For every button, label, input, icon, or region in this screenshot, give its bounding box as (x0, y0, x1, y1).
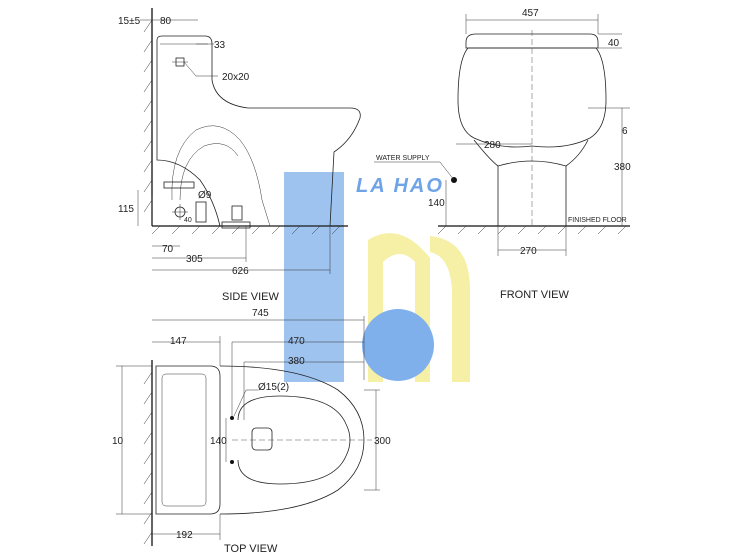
front-water-supply-label: WATER SUPPLY (376, 155, 430, 162)
dim-top-147: 147 (170, 336, 187, 347)
front-view-title: FRONT VIEW (500, 289, 569, 301)
dim-side-top: 80 (160, 16, 172, 27)
top-tank (155, 365, 221, 515)
top-hole-2 (230, 460, 234, 464)
dim-side-626: 626 (232, 266, 249, 277)
dim-front-140: 140 (428, 198, 445, 209)
watermark-blue-bar (284, 172, 344, 382)
dim-top-300: 300 (374, 436, 391, 447)
front-tank-lid (465, 33, 599, 49)
dim-front-width: 457 (522, 8, 539, 19)
dim-top-192: 192 (176, 530, 193, 541)
top-view-title: TOP VIEW (224, 543, 278, 555)
dim-front-40: 40 (608, 38, 620, 49)
side-flange (195, 201, 207, 223)
dim-side-305: 305 (186, 254, 203, 265)
side-trapway-inner (179, 143, 239, 201)
dim-top-380: 380 (288, 356, 305, 367)
dim-front-280: 280 (484, 140, 501, 151)
side-view-title: SIDE VIEW (222, 291, 279, 303)
dim-top-470: 470 (288, 336, 305, 347)
watermark-yellow-arch-2 (430, 236, 470, 382)
front-pedestal (473, 139, 589, 226)
side-view: 15±5 80 33 20x20 115 Ø9 40 70 305 626 SI… (118, 8, 361, 303)
dim-front-380: 380 (614, 162, 631, 173)
dim-side-20x20: 20x20 (222, 72, 250, 83)
side-bolt (231, 205, 243, 221)
top-seat-hinge (251, 427, 273, 451)
front-view: WATER SUPPLY FINISHED FLOOR 457 40 280 3… (374, 8, 631, 301)
dim-side-40: 40 (184, 217, 192, 224)
top-view: 745 147 470 380 Ø15(2) 140 300 10 192 TO… (112, 308, 391, 555)
watermark-blue-circle (362, 309, 434, 381)
top-hole-1 (230, 416, 234, 420)
top-tank-lid (161, 373, 207, 507)
dim-side-gap: 15±5 (118, 16, 141, 27)
front-floor-hatch (437, 225, 627, 235)
dim-side-9: Ø9 (198, 190, 212, 201)
front-finished-floor-label: FINISHED FLOOR (568, 217, 627, 224)
watermark-text: LA HAO (356, 175, 444, 197)
side-wall-hatch (143, 19, 153, 213)
watermark-logo: LA HAO (284, 172, 470, 382)
side-trapway (171, 125, 271, 227)
dim-side-115: 115 (118, 204, 134, 215)
side-floor-hatch (151, 225, 341, 235)
dim-top-hole: Ø15(2) (258, 382, 289, 393)
dim-side-70: 70 (162, 244, 174, 255)
top-wall-hatch (143, 371, 153, 545)
dim-top-140: 140 (210, 436, 227, 447)
dim-top-left: 10 (112, 436, 124, 447)
dim-front-height: 6 (622, 126, 628, 137)
dim-front-270: 270 (520, 246, 537, 257)
side-toilet-body (156, 35, 361, 227)
side-fitting-top (163, 181, 195, 189)
dim-top-length: 745 (252, 308, 269, 319)
dim-side-33: 33 (214, 40, 226, 51)
side-floor-plate (221, 221, 251, 229)
front-tank-body (457, 47, 607, 148)
